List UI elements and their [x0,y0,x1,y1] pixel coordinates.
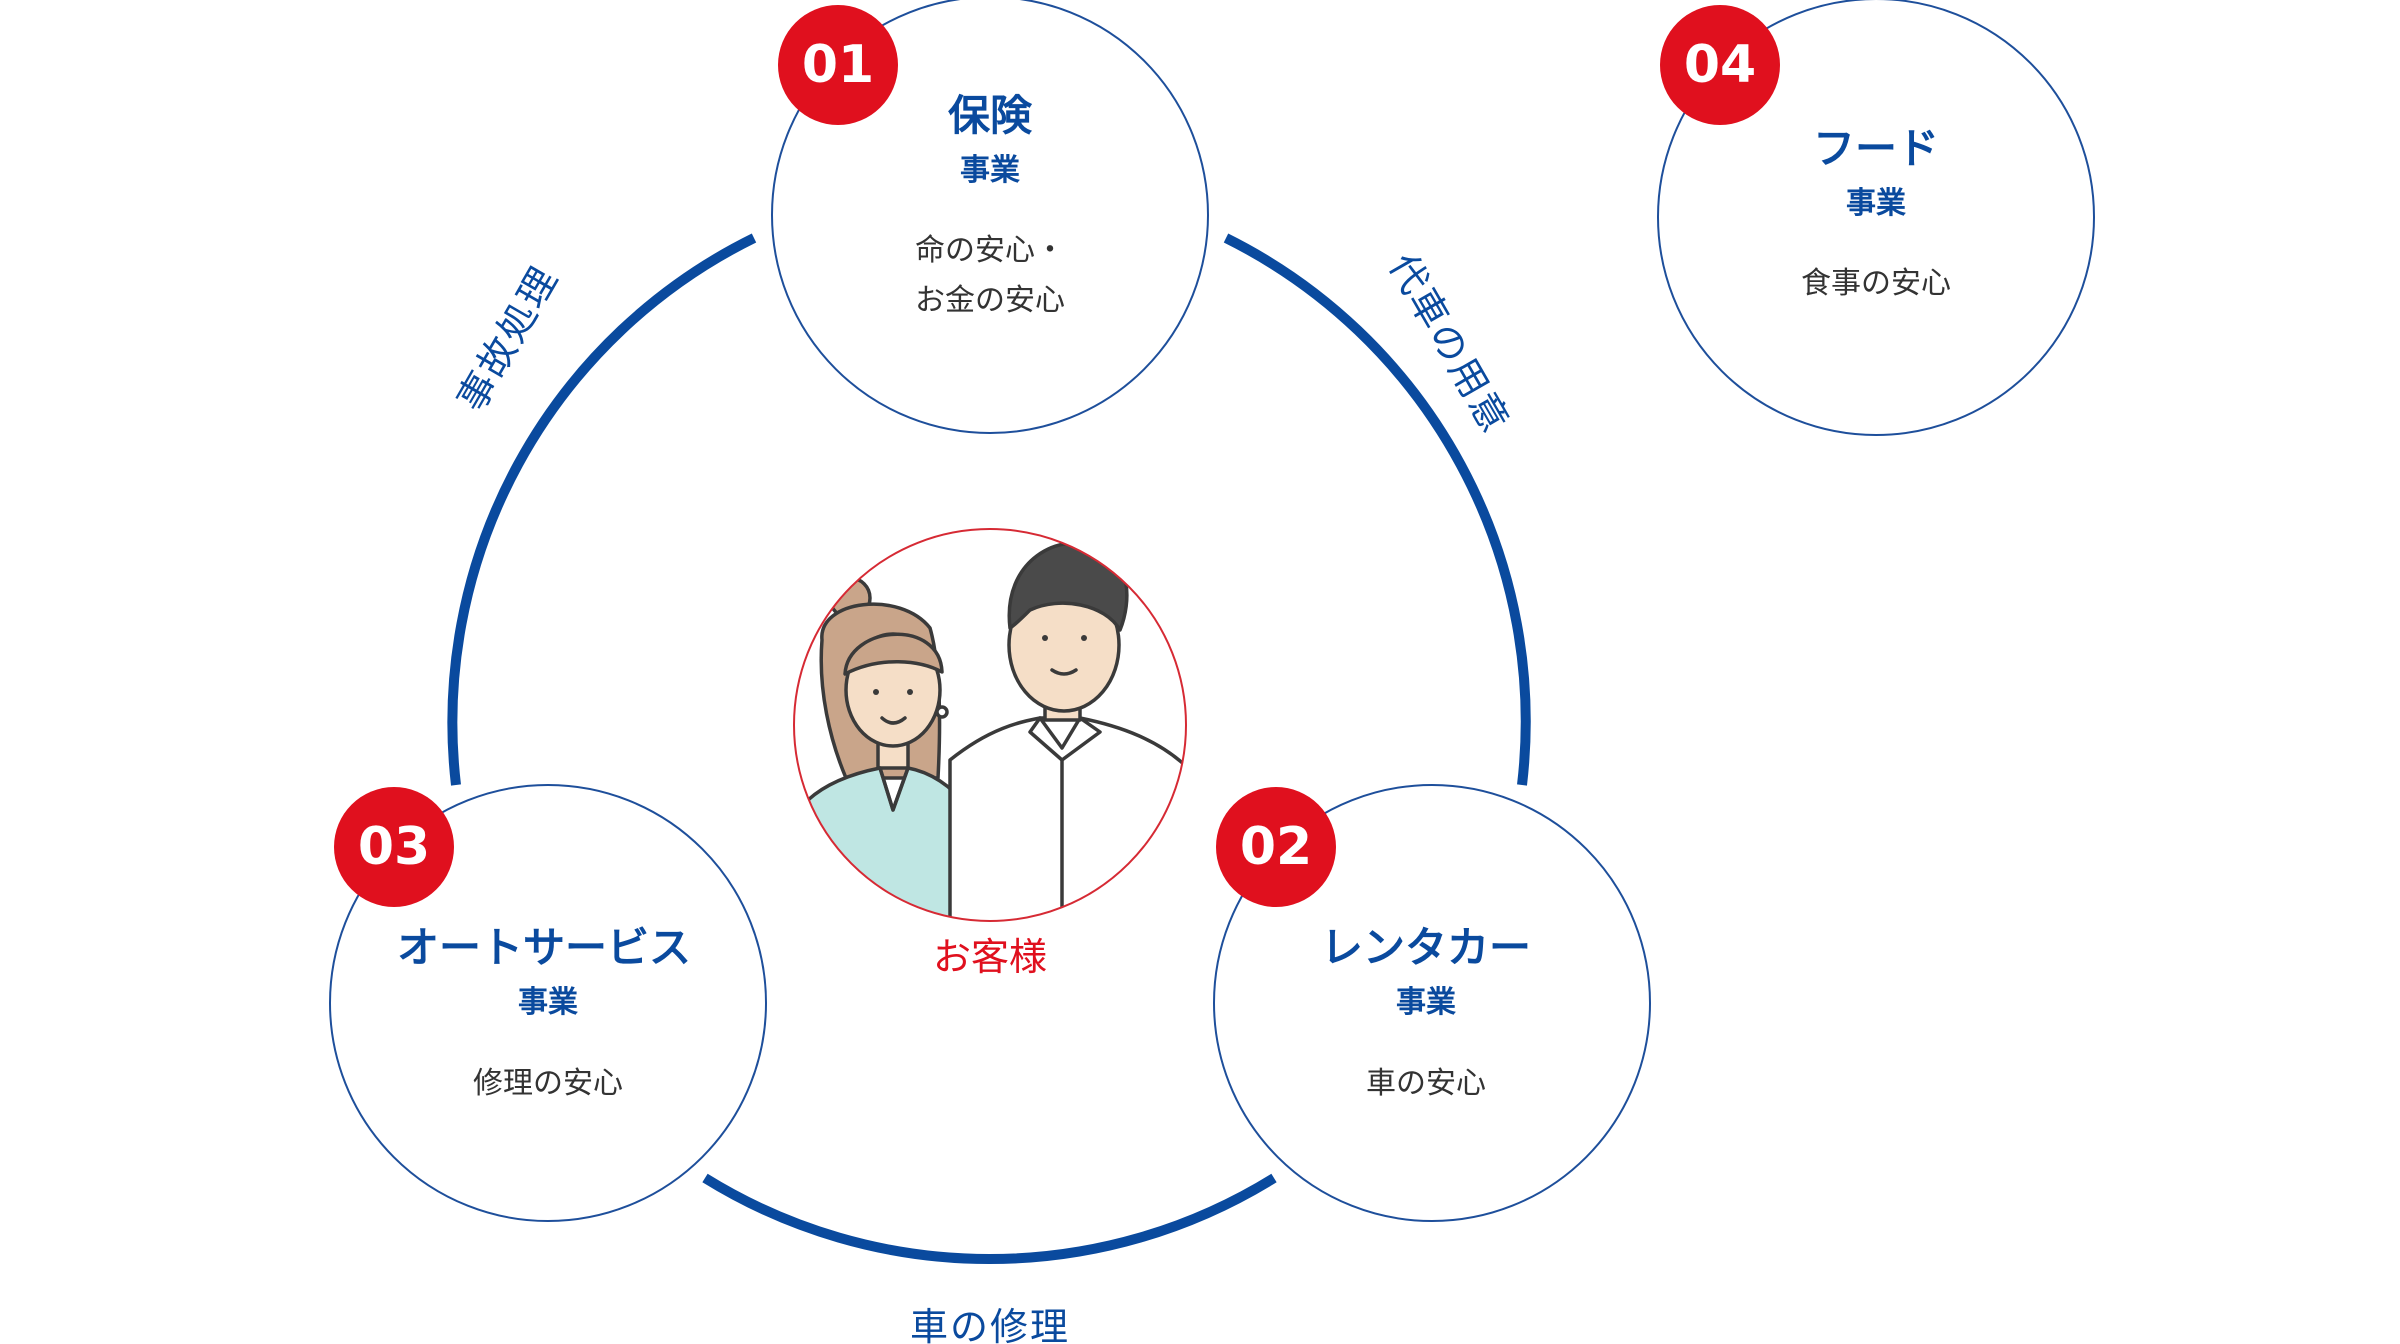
woman-collar [878,766,910,812]
arc-accident-handling [447,233,757,786]
business-number: 03 [358,817,430,877]
customer-label: お客様 [933,935,1047,979]
arc-replacement-car [1223,233,1531,786]
business-name: オートサービス [397,923,691,972]
arc-car-repair [702,1173,1277,1264]
business-name: レンタカー [1321,923,1531,972]
number-badge-01 [778,5,898,125]
business-suffix: 事業 [1846,186,1906,221]
business-desc-line: 食事の安心 [1801,266,1951,301]
business-number: 04 [1684,35,1756,95]
man-smile [1050,668,1078,676]
business-auto-service: 03 オートサービス 事業 修理の安心 [329,784,767,1222]
woman-eye-left [873,689,879,695]
business-name: 保険 [948,91,1033,140]
business-suffix: 事業 [1396,985,1456,1020]
number-badge-04 [1660,5,1780,125]
woman-bangs [843,632,944,676]
customer: お客様 [793,528,1187,979]
man-collar [1028,716,1102,762]
business-desc-line: 命の安心・ [915,233,1065,268]
customer-ring [793,528,1187,922]
business-suffix: 事業 [518,985,578,1020]
number-badge-03 [334,787,454,907]
business-desc-line: 修理の安心 [473,1066,623,1101]
business-insurance: 01 保険 事業 命の安心・ お金の安心 [771,0,1209,434]
connection-label-left: 事故処理 [449,258,567,419]
business-rental-car: 02 レンタカー 事業 車の安心 [1213,784,1651,1222]
connection-label-bottom: 車の修理 [910,1305,1070,1344]
business-suffix: 事業 [960,153,1020,188]
business-desc-line: 車の安心 [1366,1066,1486,1101]
business-food: 04 フード 事業 食事の安心 [1657,0,2095,436]
woman-body [798,766,968,921]
connection-label-right: 代車の用意 [1380,246,1518,441]
business-desc-line: お金の安心 [915,283,1065,318]
woman-earring [935,705,949,719]
man-hair [1007,541,1129,632]
business-number: 02 [1240,817,1312,877]
woman-smile [880,716,907,725]
business-number: 01 [802,35,874,95]
couple-illustration [798,541,1186,921]
connection-arcs [447,233,1531,1264]
number-badge-02 [1216,787,1336,907]
man-eye-right [1081,635,1087,641]
business-name: フード [1813,124,1939,173]
man-eye-left [1042,635,1048,641]
woman-eye-right [907,689,913,695]
